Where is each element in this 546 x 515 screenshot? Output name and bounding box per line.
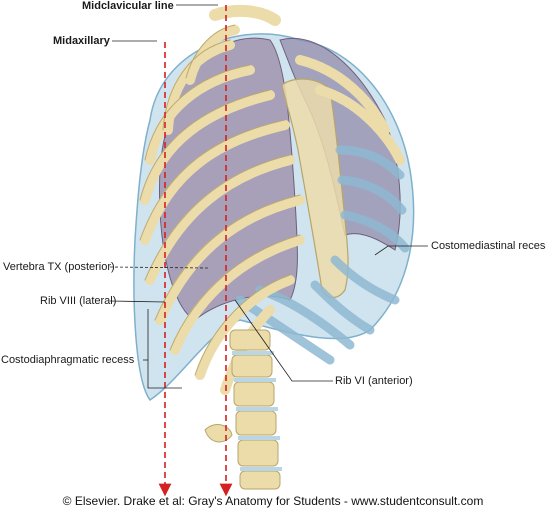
vertebral-column — [204, 329, 282, 490]
first-rib-top — [209, 4, 281, 26]
copyright-credit: © Elsevier. Drake et al: Gray's Anatomy … — [62, 494, 484, 508]
label-rib-viii: Rib VIII (lateral) — [40, 295, 117, 307]
label-costodiaphragmatic-recess: Costodiaphragmatic recess — [1, 354, 135, 366]
leader-lines — [109, 4, 428, 389]
label-vertebra-tx: Vertebra TX (posterior) — [3, 261, 115, 273]
label-midclavicular-line: Midclavicular line — [82, 0, 174, 12]
label-costomediastinal-recess: Costomediastinal recess — [431, 240, 546, 252]
label-midaxillary: Midaxillary — [53, 35, 110, 47]
label-rib-vi: Rib VI (anterior) — [335, 375, 413, 387]
